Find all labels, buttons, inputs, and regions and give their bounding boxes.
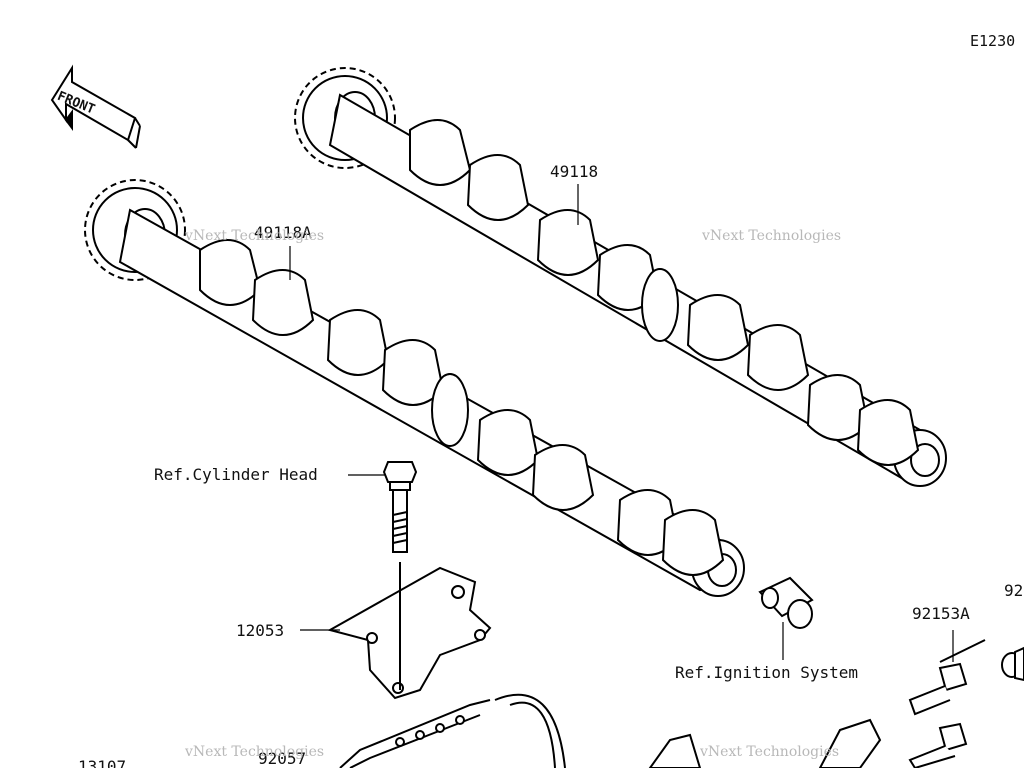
front-arrow-icon xyxy=(50,64,141,149)
part-label-92-partial[interactable]: 92 xyxy=(1004,581,1024,600)
part-label-49118a[interactable]: 49118A xyxy=(254,223,312,242)
watermark-1: vNext Technologies xyxy=(185,228,325,244)
chain-guide-partial[interactable] xyxy=(648,718,882,768)
ref-cylinder-head[interactable]: Ref.Cylinder Head xyxy=(154,465,318,484)
ignition-coupling-part[interactable] xyxy=(758,576,814,629)
watermark-2: vNext Technologies xyxy=(702,228,842,244)
ref-ignition-system[interactable]: Ref.Ignition System xyxy=(675,663,859,682)
camshaft-49118[interactable] xyxy=(294,67,947,487)
part-label-49118[interactable]: 49118 xyxy=(550,162,599,181)
part-label-92057[interactable]: 92057 xyxy=(258,749,307,768)
cylinder-head-bolt[interactable] xyxy=(382,461,418,553)
part-label-13107[interactable]: 13107 xyxy=(78,757,127,768)
cam-chain-13107[interactable] xyxy=(339,693,566,768)
diagram-code: E1230 xyxy=(970,32,1016,50)
camshaft-49118a[interactable] xyxy=(84,179,745,597)
watermark-3: vNext Technologies xyxy=(185,744,325,760)
part-label-12053[interactable]: 12053 xyxy=(236,621,285,640)
bracket-12053[interactable] xyxy=(327,562,492,700)
leader-lines xyxy=(289,184,954,662)
part-label-92153a[interactable]: 92153A xyxy=(912,604,970,623)
bolt-92153a[interactable] xyxy=(908,639,1024,768)
watermark-4: vNext Technologies xyxy=(700,744,840,760)
